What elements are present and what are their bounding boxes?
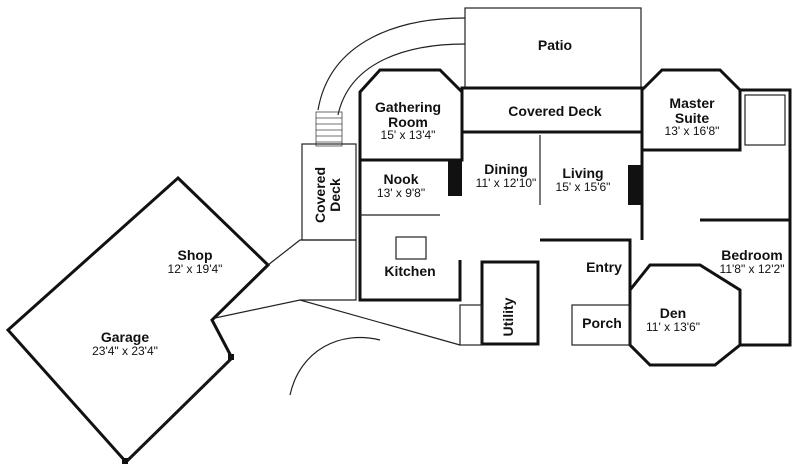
walk-path-curve bbox=[289, 336, 381, 396]
fireplace-right bbox=[628, 165, 642, 205]
master-suite-walls bbox=[640, 68, 742, 152]
porch-label: Porch bbox=[582, 315, 622, 331]
garage-post-1 bbox=[228, 354, 234, 360]
powder-room bbox=[459, 304, 483, 346]
fireplace-left bbox=[448, 160, 462, 196]
entry-walls bbox=[540, 238, 632, 300]
main-walls bbox=[358, 160, 462, 302]
garage-post-2 bbox=[122, 458, 128, 464]
shop-label: Shop 12' x 19'4" bbox=[167, 247, 223, 276]
garage-label: Garage 23'4" x 23'4" bbox=[92, 329, 158, 358]
bedroom-label: Bedroom 11'8" x 12'2" bbox=[719, 247, 785, 276]
bedroom-walls bbox=[700, 218, 792, 347]
stairs bbox=[315, 111, 343, 147]
walkway-curve bbox=[317, 17, 466, 111]
covered-deck-label: Covered Deck bbox=[508, 103, 602, 119]
dining-label: Dining 11' x 12'10" bbox=[475, 161, 537, 190]
walkway-curve-inner bbox=[337, 43, 466, 116]
kitchen-label: Kitchen bbox=[384, 263, 436, 279]
utility-outline bbox=[480, 260, 540, 346]
living-label: Living 15' x 15'6" bbox=[555, 165, 611, 194]
kitchen-island bbox=[395, 236, 427, 260]
garage-walls bbox=[5, 175, 271, 465]
nook-label: Nook 13' x 9'8" bbox=[376, 171, 426, 200]
porch-outline bbox=[571, 304, 631, 346]
breezeway bbox=[267, 239, 357, 301]
entry-label: Entry bbox=[586, 259, 622, 275]
side-deck-label: Covered Deck bbox=[312, 166, 343, 224]
master-suite-label: Master Suite 13' x 16'8" bbox=[664, 95, 720, 139]
tub bbox=[744, 94, 786, 146]
walk-path bbox=[214, 299, 461, 346]
garage-door bbox=[125, 357, 233, 463]
gathering-room-label: Gathering Room 15' x 13'4" bbox=[374, 99, 442, 143]
patio-label: Patio bbox=[537, 37, 573, 53]
utility-label: Utility bbox=[500, 297, 516, 337]
den-label: Den 11' x 13'6" bbox=[646, 305, 700, 334]
